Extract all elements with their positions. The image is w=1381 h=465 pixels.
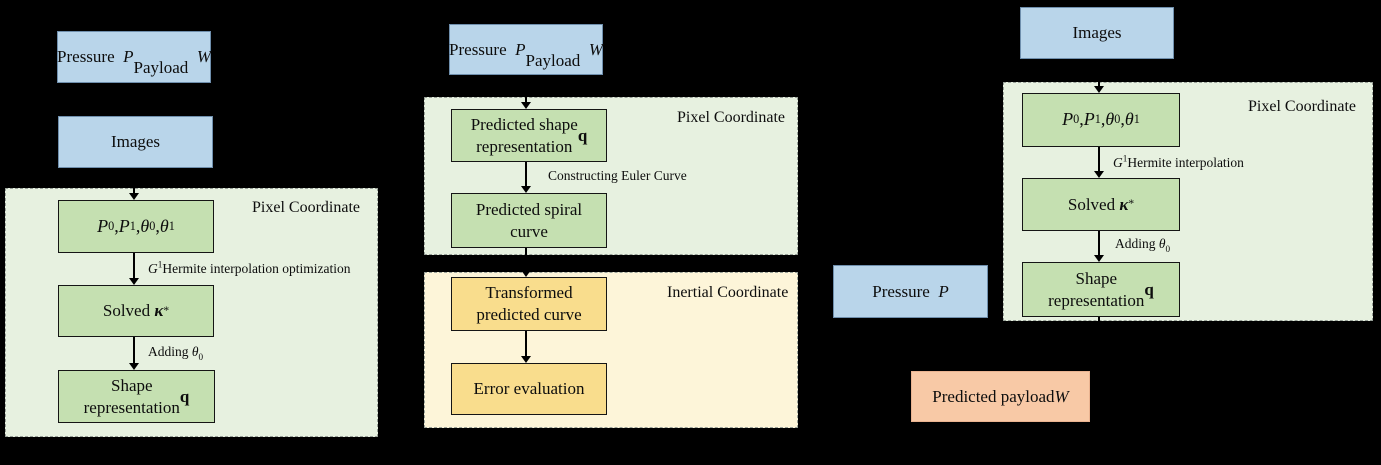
left-panel-label: Pixel Coordinate — [252, 199, 360, 216]
right-edge-hermite-label: G1Hermite interpolation — [1113, 153, 1244, 170]
right-arrow-solved-to-shape — [1093, 231, 1104, 262]
middle-arrow-spiral-to-transformed — [520, 248, 531, 277]
right-predicted-payload-node: Predicted payload W — [911, 371, 1090, 422]
left-images-box: Images — [58, 116, 213, 168]
right-images-box: Images — [1020, 7, 1174, 59]
middle-arrow-shape-to-spiral — [520, 162, 531, 193]
right-arrow-endpoints-to-solved — [1093, 147, 1104, 178]
middle-arrow-inputs-to-shape — [520, 75, 531, 109]
right-pressure-box: Pressure P — [833, 265, 988, 318]
middle-pixel-panel-label: Pixel Coordinate — [677, 109, 785, 126]
left-edge-adding-label: Adding θ0 — [148, 344, 204, 362]
right-arrow-images-to-endpoints — [1093, 59, 1104, 93]
middle-edge-euler-label: Constructing Euler Curve — [548, 168, 687, 183]
middle-arrow-transformed-to-error — [520, 331, 531, 363]
left-arrow-solved-to-shape — [128, 337, 139, 370]
right-shape-output-line — [1098, 317, 1100, 331]
left-arrow-endpoints-to-solved — [128, 253, 139, 285]
middle-error-evaluation-node: Error evaluation — [451, 363, 607, 415]
middle-inertial-panel-label: Inertial Coordinate — [667, 284, 789, 301]
left-edge-hermite-label: G1Hermite interpolation optimization — [148, 259, 351, 276]
right-solved-kappa-node: Solved κ* — [1022, 178, 1180, 231]
left-solved-kappa-node: Solved κ* — [58, 285, 214, 337]
left-arrow-images-to-endpoints — [128, 168, 139, 200]
right-edge-adding-label: Adding θ0 — [1115, 236, 1171, 254]
right-panel-label: Pixel Coordinate — [1248, 98, 1356, 115]
